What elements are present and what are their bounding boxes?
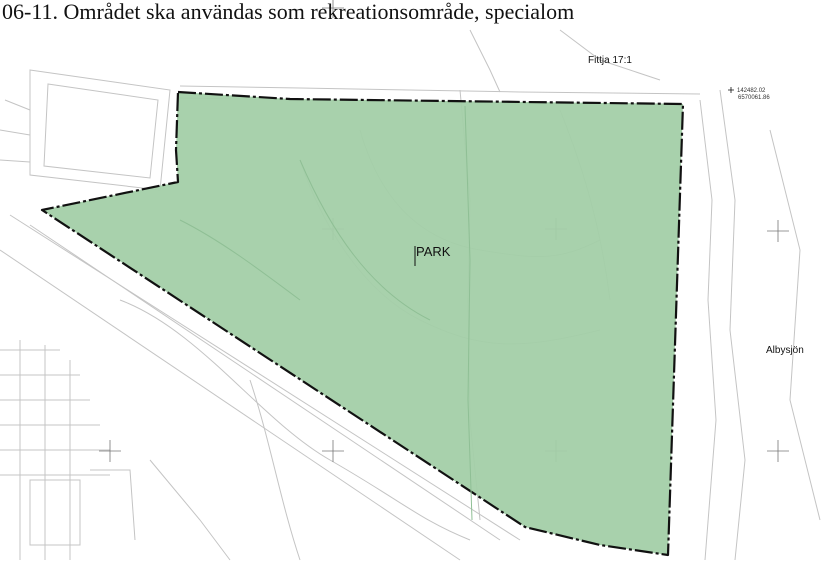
park-label: PARK (416, 244, 451, 259)
park-area[interactable] (40, 90, 685, 557)
caption-text: 06-11. Området ska användas som rekreati… (2, 0, 575, 24)
coordinate-x: 142482.02 (737, 88, 766, 94)
coordinate-y: 6570061.86 (738, 95, 770, 101)
coordinate-readout: 142482.02 6570061.86 (730, 88, 770, 102)
park-interior-lines (179, 105, 473, 521)
property-label: Fittja 17:1 (588, 55, 632, 66)
coordinate-point-marker (728, 87, 734, 93)
lake-label: Albysjön (766, 345, 804, 356)
